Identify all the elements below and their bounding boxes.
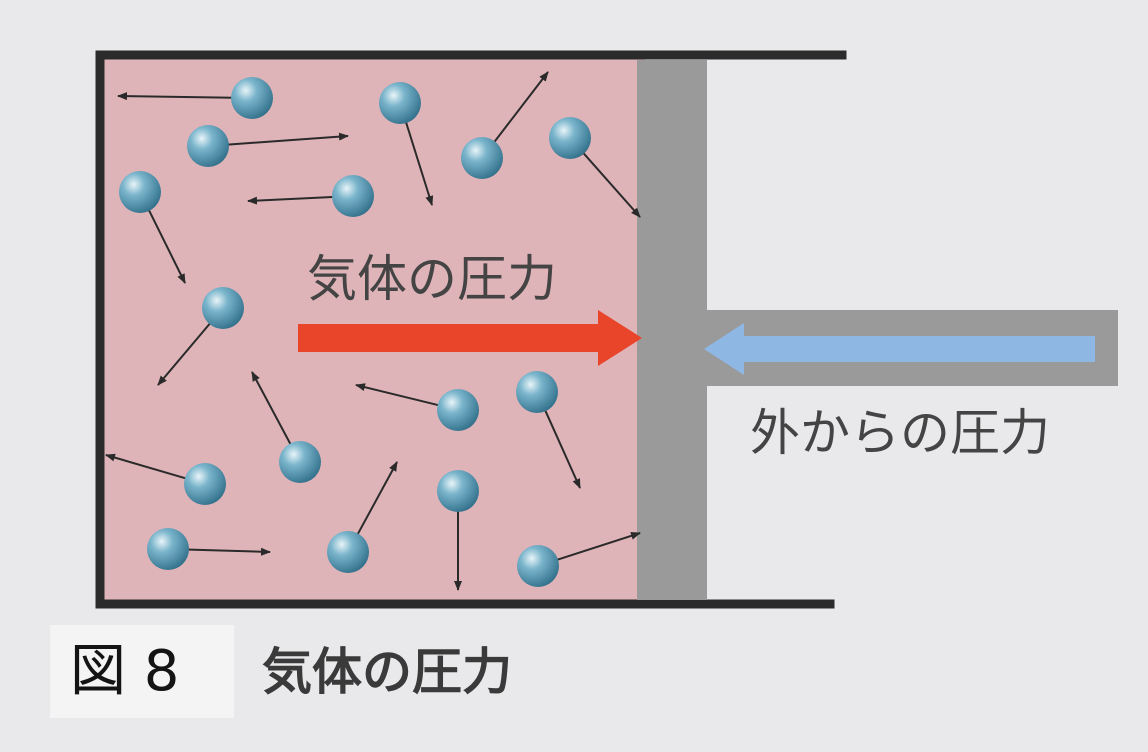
molecule-icon bbox=[549, 117, 591, 159]
molecule-icon bbox=[147, 528, 189, 570]
velocity-arrow-icon bbox=[247, 195, 336, 205]
cylinder-wall bbox=[95, 50, 847, 609]
velocity-arrow-icon bbox=[185, 547, 271, 556]
molecule-icon bbox=[516, 371, 558, 413]
molecule-icon bbox=[231, 77, 273, 119]
molecule-icon bbox=[279, 441, 321, 483]
molecule-icon bbox=[184, 463, 226, 505]
figure-number-box bbox=[50, 625, 234, 718]
velocity-arrow-icon bbox=[157, 321, 213, 386]
velocity-arrow-icon bbox=[117, 92, 235, 101]
outside-pressure-arrow bbox=[704, 323, 1095, 375]
velocity-arrow-icon bbox=[105, 453, 189, 480]
figure-number: 図 8 bbox=[70, 639, 180, 704]
velocity-arrow-icon bbox=[225, 132, 349, 146]
outside-pressure-label: 外からの圧力 bbox=[750, 404, 1050, 462]
molecule-icon bbox=[437, 389, 479, 431]
velocity-arrow-icon bbox=[543, 408, 581, 489]
velocity-arrow-icon bbox=[554, 531, 641, 562]
figure-title: 気体の圧力 bbox=[262, 643, 512, 701]
piston-head bbox=[637, 60, 707, 600]
velocity-arrow-icon bbox=[404, 119, 434, 206]
molecule-icon bbox=[187, 125, 229, 167]
molecule-icon bbox=[379, 82, 421, 124]
molecule-icon bbox=[327, 531, 369, 573]
molecule-icon bbox=[119, 171, 161, 213]
gas-pressure-label: 気体の圧力 bbox=[307, 250, 557, 308]
velocity-arrow-icon bbox=[581, 150, 641, 218]
molecule-icon bbox=[332, 175, 374, 217]
gas-pressure-arrow bbox=[298, 310, 642, 366]
velocity-arrow-icon bbox=[355, 383, 441, 407]
molecule-icon bbox=[437, 470, 479, 512]
molecule-icon bbox=[461, 137, 503, 179]
molecule-icon bbox=[517, 545, 559, 587]
velocity-arrow-icon bbox=[147, 207, 186, 284]
gas-molecules bbox=[105, 71, 641, 591]
velocity-arrow-icon bbox=[251, 371, 293, 447]
velocity-arrow-icon bbox=[355, 461, 398, 537]
velocity-arrow-icon bbox=[492, 71, 549, 145]
molecule-icon bbox=[202, 287, 244, 329]
